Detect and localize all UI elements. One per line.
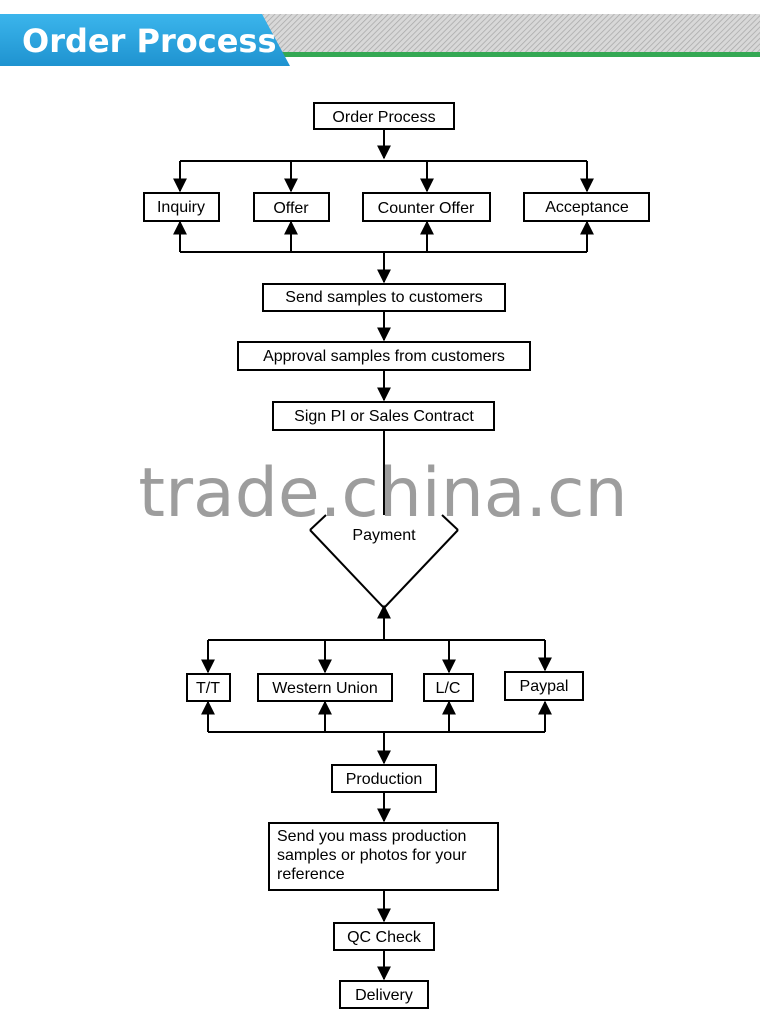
box-delivery: Delivery	[339, 980, 429, 1009]
box-inquiry: Inquiry	[143, 192, 220, 222]
box-order-process: Order Process	[313, 102, 455, 130]
payment-label: Payment	[352, 527, 416, 544]
flow-connectors	[173, 129, 594, 981]
header-green-line	[250, 52, 760, 57]
box-acceptance: Acceptance	[523, 192, 650, 222]
header-title-tab	[0, 14, 290, 66]
box-tt: T/T	[186, 673, 231, 702]
box-paypal-label: Paypal	[520, 678, 569, 695]
box-lc: L/C	[423, 673, 474, 702]
box-offer: Offer	[253, 192, 330, 222]
box-tt-label: T/T	[196, 680, 220, 697]
box-qc-check-label: QC Check	[347, 929, 422, 946]
page-title: Order Process	[22, 22, 277, 60]
box-production: Production	[331, 764, 437, 793]
box-mass-samples: Send you mass production samples or phot…	[268, 822, 499, 891]
box-offer-label: Offer	[273, 200, 309, 217]
box-sign-contract-label: Sign PI or Sales Contract	[294, 408, 474, 425]
box-acceptance-label: Acceptance	[545, 199, 629, 216]
header-banner: Order Process	[0, 14, 760, 66]
box-western-union: Western Union	[257, 673, 393, 702]
box-approval-label: Approval samples from customers	[263, 348, 505, 365]
box-mass-samples-line-3: reference	[277, 866, 345, 883]
box-send-samples: Send samples to customers	[262, 283, 506, 312]
box-approval: Approval samples from customers	[237, 341, 531, 371]
box-delivery-label: Delivery	[355, 987, 413, 1004]
watermark-text: trade.china.cn	[138, 454, 627, 533]
box-counter-offer: Counter Offer	[362, 192, 491, 222]
payment-node: Payment	[309, 514, 459, 619]
box-paypal: Paypal	[504, 671, 584, 701]
box-lc-label: L/C	[436, 680, 461, 697]
box-inquiry-label: Inquiry	[157, 199, 205, 216]
box-sign-contract: Sign PI or Sales Contract	[272, 401, 495, 431]
box-qc-check: QC Check	[333, 922, 435, 951]
box-mass-samples-line-1: Send you mass production	[277, 828, 466, 845]
box-counter-offer-label: Counter Offer	[378, 200, 475, 217]
box-production-label: Production	[346, 771, 423, 788]
header-hatch-band	[250, 14, 760, 52]
box-mass-samples-line-2: samples or photos for your	[277, 847, 467, 864]
box-send-samples-label: Send samples to customers	[285, 289, 482, 306]
box-order-process-label: Order Process	[332, 109, 435, 126]
box-western-union-label: Western Union	[272, 680, 378, 697]
